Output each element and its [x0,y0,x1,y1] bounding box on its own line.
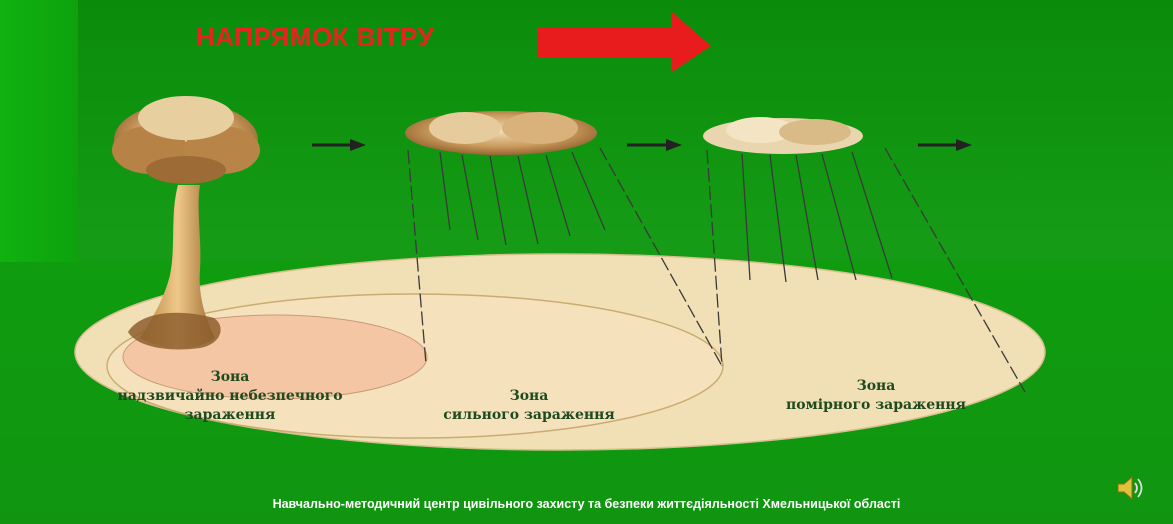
cloud-moderate [703,117,863,154]
zone-moderate-desc: помірного зараження [765,396,987,415]
zone-extreme-desc: надзвичайно небезпечного [92,387,368,406]
mushroom-cap [112,96,260,184]
wind-arrow-icon [538,12,711,72]
zone-strong-label: Зона сильного зараження [420,387,638,425]
zone-moderate-label: Зона помірного зараження [765,377,987,415]
small-arrow-icon [312,139,972,151]
footer-credit: Навчально-методичний центр цивільного за… [0,497,1173,511]
zone-moderate-title: Зона [765,377,987,396]
zone-strong-desc: сильного зараження [420,406,638,425]
zone-strong-title: Зона [420,387,638,406]
speaker-icon[interactable] [1114,473,1146,503]
zone-extreme-label: Зона надзвичайно небезпечного зараження [92,368,368,425]
cloud-strong [405,111,597,155]
zone-extreme-desc2: зараження [92,406,368,425]
zone-extreme-title: Зона [92,368,368,387]
